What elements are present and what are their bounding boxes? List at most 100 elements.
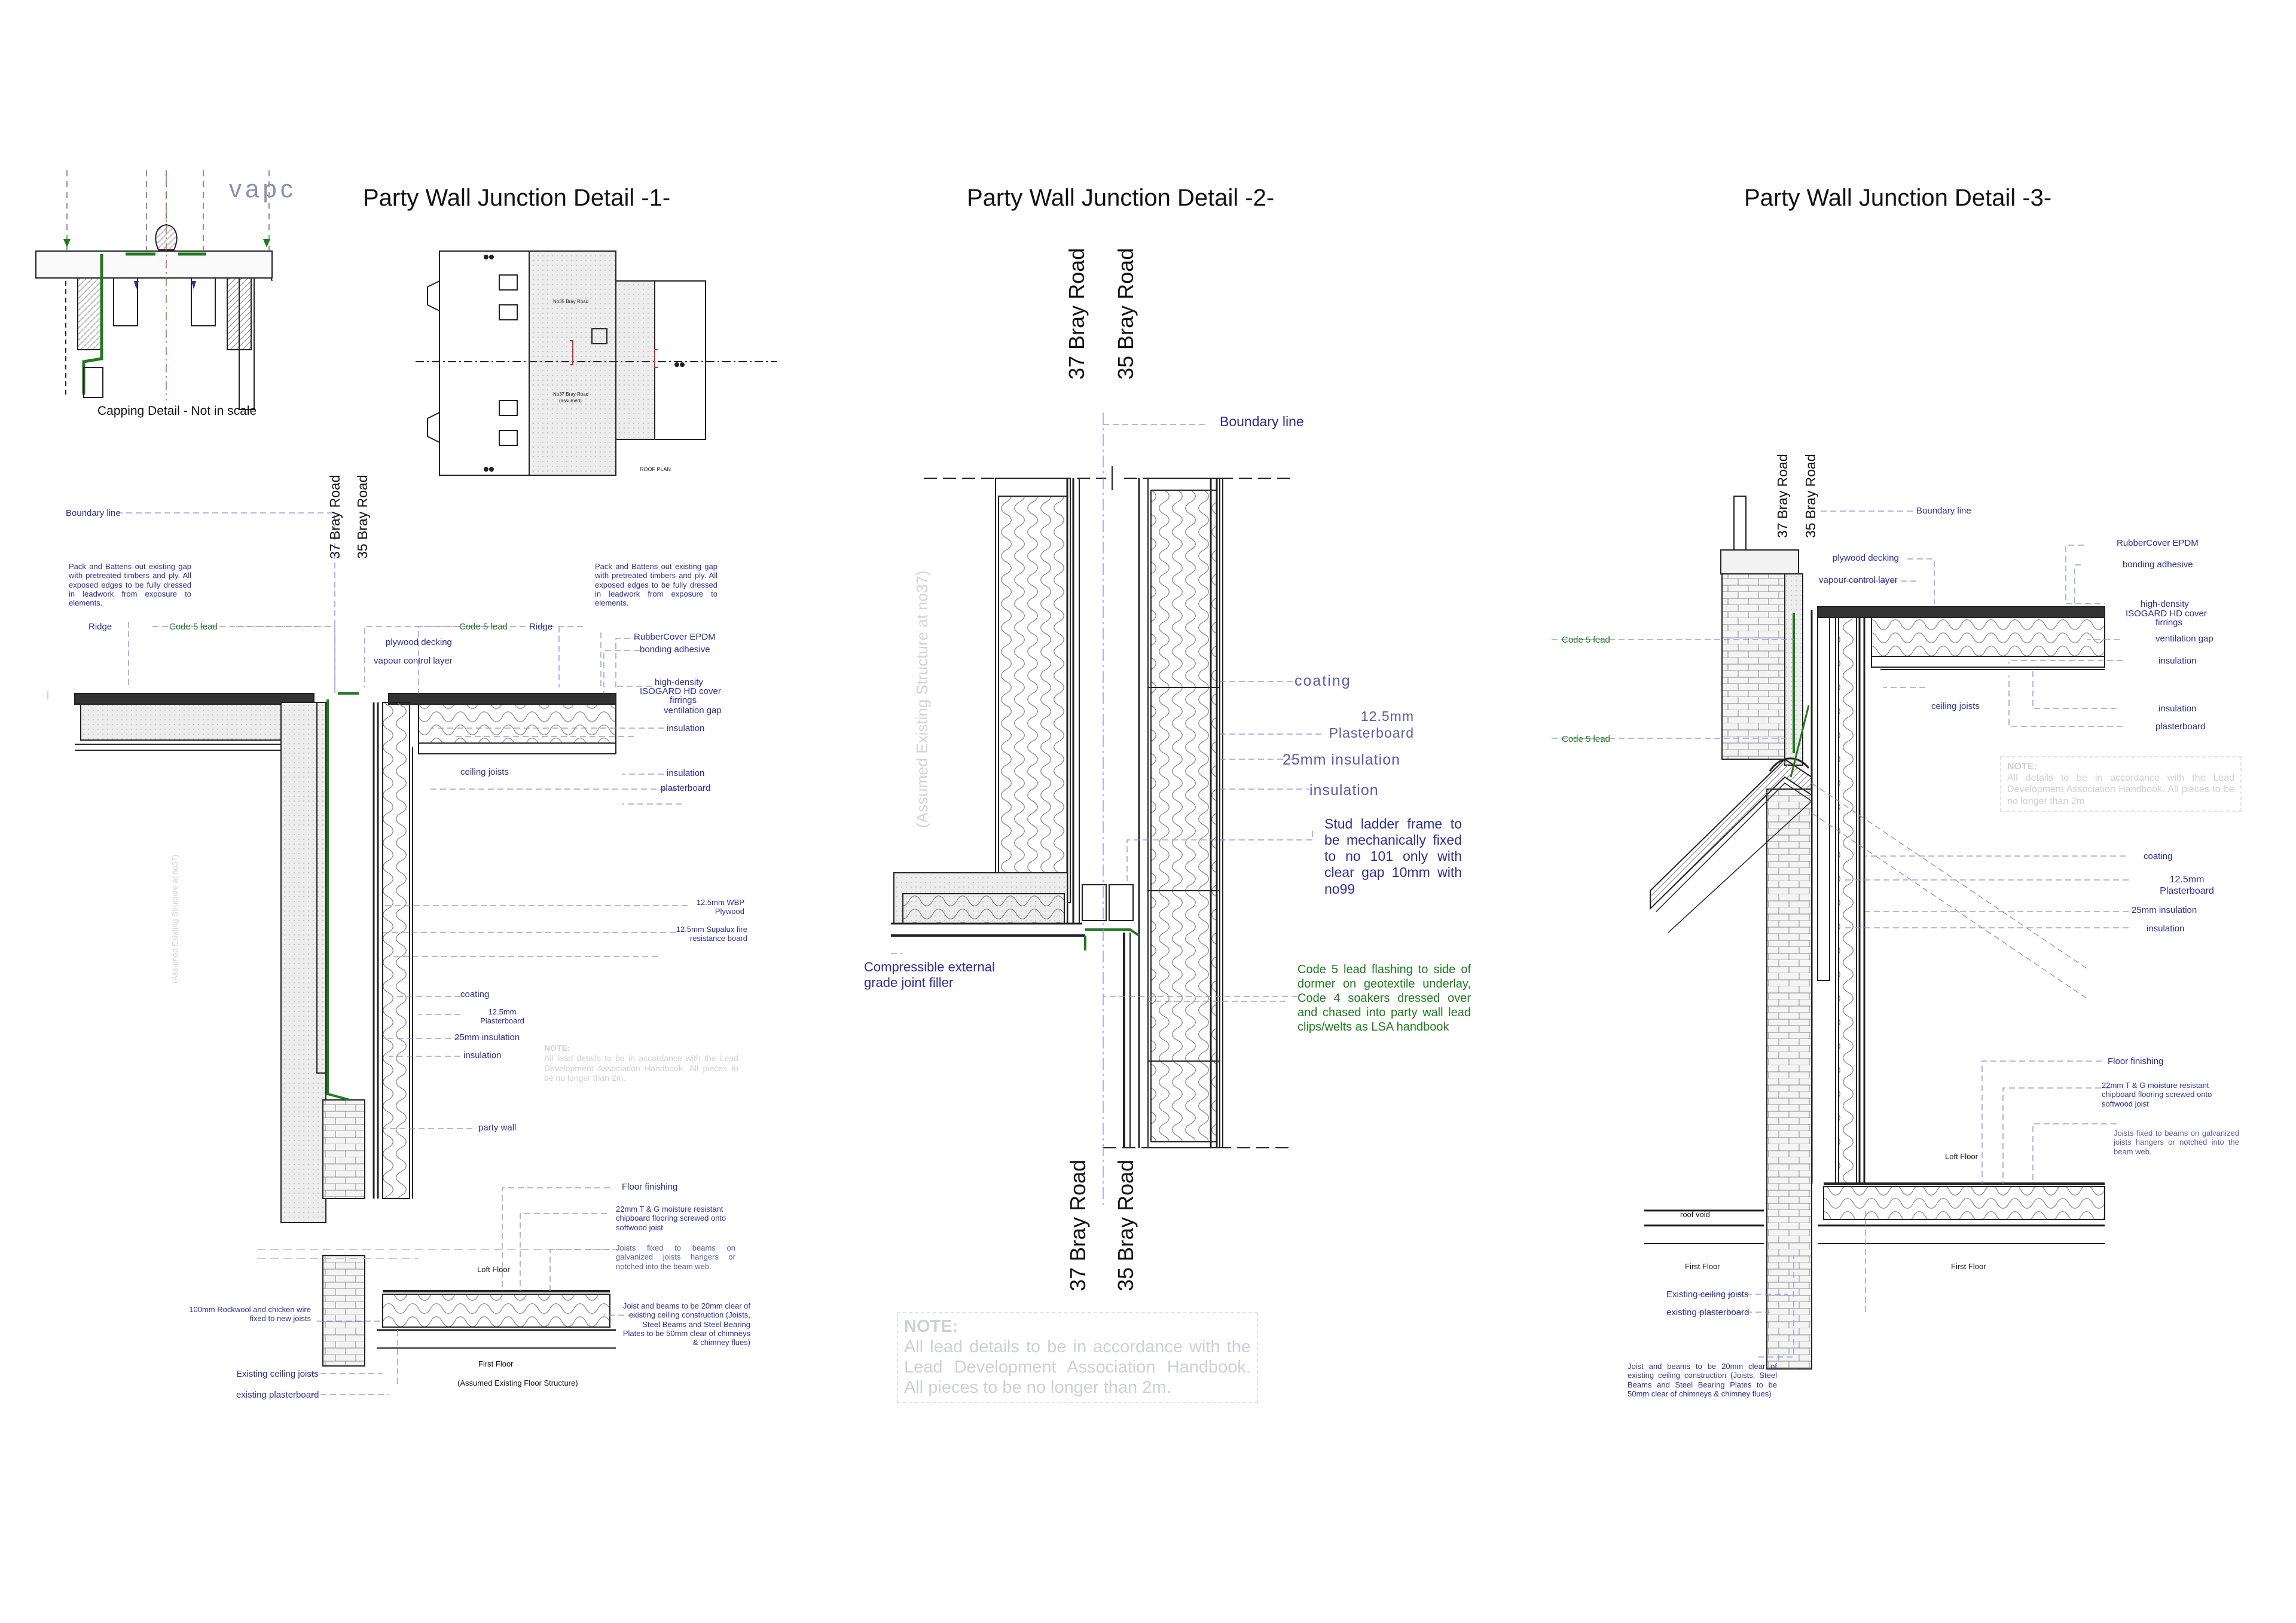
detail1-hd1: high-density: [655, 677, 703, 687]
detail1-linework: [74, 692, 616, 1367]
capping-label: Capping Detail - Not in scale: [97, 404, 257, 418]
detail3-code5-b: Code 5 lead: [1562, 734, 1610, 744]
detail1-road-35: 35 Bray Road: [355, 475, 370, 559]
roof-plan: [416, 250, 777, 476]
detail1-existing-pb: existing plasterboard: [236, 1390, 319, 1400]
detail3-loft-floor: Loft Floor: [1945, 1152, 1978, 1161]
roof-plan-house-bottom-note: (assumed): [559, 398, 582, 404]
detail1-pack-right: Pack and Battens out existing gap with p…: [595, 562, 718, 608]
detail1-supalux: 12.5mm Supalux fire resistance board: [676, 925, 747, 943]
detail1-existing-joists: Existing ceiling joists: [236, 1369, 319, 1379]
detail2-note: NOTE: All lead details to be in accordan…: [897, 1312, 1258, 1403]
detail2-coating: coating: [1294, 673, 1351, 689]
detail3-title: Party Wall Junction Detail -3-: [1744, 185, 2052, 211]
detail1-note-head: NOTE:: [544, 1043, 570, 1053]
detail3-existing-pb: existing plasterboard: [1666, 1307, 1750, 1318]
detail3-road-35: 35 Bray Road: [1803, 454, 1818, 538]
detail3-linework: [1644, 496, 2105, 1370]
detail3-note: NOTE: All details to be in accordance wi…: [2000, 756, 2242, 812]
detail3-chipboard: 22mm T & G moisture resistant chipboard …: [2102, 1081, 2212, 1108]
detail1-first-floor: First Floor: [478, 1359, 514, 1368]
roof-plan-label: ROOF PLAN: [640, 466, 671, 472]
detail3-joists-fixed: Joists fixed to beams on galvanized jois…: [2114, 1129, 2239, 1156]
vapc-label: vapc: [229, 175, 297, 203]
detail3-hd1: high-density: [2141, 599, 2189, 609]
detail2-note-head: NOTE:: [904, 1317, 958, 1336]
detail2-road-37-bottom: 37 Bray Road: [1065, 1159, 1090, 1291]
roof-plan-house-bottom: No37 Bray Road: [553, 392, 589, 397]
detail1-rubber: RubberCover EPDM: [634, 632, 716, 642]
detail1-coating: coating: [460, 989, 490, 1000]
detail1-rockwool: 100mm Rockwool and chicken wire fixed to…: [189, 1305, 311, 1324]
detail3-road-37: 37 Bray Road: [1775, 454, 1790, 538]
detail1-ins25: 25mm insulation: [454, 1032, 520, 1043]
detail3-existing-joists: Existing ceiling joists: [1666, 1289, 1749, 1300]
detail3-joist-beams: Joist and beams to be 20mm clear of exis…: [1628, 1362, 1777, 1398]
detail1-code5-left: Code 5 lead: [169, 622, 218, 632]
detail1-ceiling-joists: ceiling joists: [460, 767, 509, 777]
detail3-note-head: NOTE:: [2007, 762, 2037, 772]
detail3-ceiling-joists: ceiling joists: [1931, 701, 1980, 711]
detail2-compressible: Compressible external grade joint filler: [864, 959, 995, 991]
detail1-joist-beams: Joist and beams to be 20mm clear of exis…: [622, 1301, 750, 1347]
detail1-loft-floor: Loft Floor: [477, 1265, 510, 1274]
detail3-vcl: vapour control layer: [1819, 575, 1898, 585]
detail2-boundary: Boundary line: [1220, 414, 1304, 429]
detail2-road-37-top: 37 Bray Road: [1064, 247, 1089, 380]
detail3-coating: coating: [2144, 851, 2173, 861]
detail2-road-35-top: 35 Bray Road: [1113, 247, 1138, 380]
detail1-ghost-text: (Assumed Existing Structure at no37): [170, 854, 179, 983]
detail1-joists-fixed: Joists fixed to beams on galvanized jois…: [616, 1243, 735, 1271]
detail3-hd2: ISOGARD HD cover: [2126, 609, 2207, 619]
detail1-plywood: plywood decking: [386, 637, 452, 647]
detail3-code5-a: Code 5 lead: [1562, 635, 1610, 645]
detail2-stud: Stud ladder frame to be mechanically fix…: [1324, 816, 1462, 897]
detail2-road-35-bottom: 35 Bray Road: [1113, 1159, 1138, 1291]
detail2-ghost-text: (Assumed Existing Structure at no37): [913, 570, 931, 828]
detail3-ins25: 25mm insulation: [2132, 905, 2197, 915]
detail1-vcl: vapour control layer: [374, 656, 453, 666]
detail2-pb125: 12.5mm Plasterboard: [1329, 708, 1414, 741]
detail1-note: NOTE: All lead details to be in accordan…: [544, 1043, 738, 1083]
detail1-ridge-right: Ridge: [529, 622, 553, 632]
detail3-insulation-b: insulation: [2158, 704, 2197, 714]
detail1-pb125: 12.5mm Plasterboard: [480, 1007, 524, 1026]
detail1-vent: ventilation gap: [664, 705, 722, 716]
detail1-wbp: 12.5mm WBP Plywood: [696, 898, 744, 916]
detail3-boundary: Boundary line: [1916, 506, 1971, 516]
detail3-pb125: 12.5mm Plasterboard: [2160, 875, 2214, 896]
detail1-assumed-floor: (Assumed Existing Floor Structure): [457, 1379, 578, 1387]
detail3-bonding: bonding adhesive: [2123, 560, 2193, 570]
detail2-note-body: All lead details to be in accordance wit…: [904, 1337, 1251, 1397]
detail3-rubber: RubberCover EPDM: [2117, 538, 2199, 548]
detail3-plywood: plywood decking: [1833, 553, 1899, 563]
detail3-firrings: firrings: [2155, 618, 2183, 628]
detail1-bonding: bonding adhesive: [640, 644, 710, 655]
capping-detail: [35, 224, 273, 410]
detail1-pack-left: Pack and Battens out existing gap with p…: [69, 562, 191, 608]
detail3-floor-finishing: Floor finishing: [2108, 1056, 2164, 1066]
detail2-linework: [891, 466, 1294, 1148]
detail1-road-37: 37 Bray Road: [327, 475, 343, 559]
detail2-code5: Code 5 lead flashing to side of dormer o…: [1297, 963, 1471, 1034]
detail2-ins25: 25mm insulation: [1283, 751, 1401, 768]
detail1-boundary: Boundary line: [66, 508, 121, 518]
detail1-insulation-b: insulation: [667, 768, 705, 778]
detail1-insulation-c: insulation: [463, 1050, 502, 1060]
detail3-roof-void: roof void: [1680, 1210, 1710, 1219]
detail3-first-floor-right: First Floor: [1951, 1262, 1986, 1271]
detail1-ridge-left: Ridge: [88, 622, 112, 632]
detail2-title: Party Wall Junction Detail -2-: [967, 185, 1275, 211]
detail2-insulation: insulation: [1309, 782, 1379, 799]
detail1-firrings: firrings: [670, 695, 697, 705]
detail1-floor-finishing: Floor finishing: [622, 1182, 678, 1192]
detail3-first-floor-left: First Floor: [1685, 1262, 1720, 1271]
detail1-hd2: ISOGARD HD cover: [640, 686, 721, 696]
detail1-title: Party Wall Junction Detail -1-: [363, 185, 671, 211]
detail1-insulation-a: insulation: [667, 723, 705, 733]
detail3-vent: ventilation gap: [2155, 634, 2213, 644]
detail3-insulation-a: insulation: [2158, 656, 2197, 666]
roof-plan-house-top: No35 Bray Road: [553, 299, 589, 304]
